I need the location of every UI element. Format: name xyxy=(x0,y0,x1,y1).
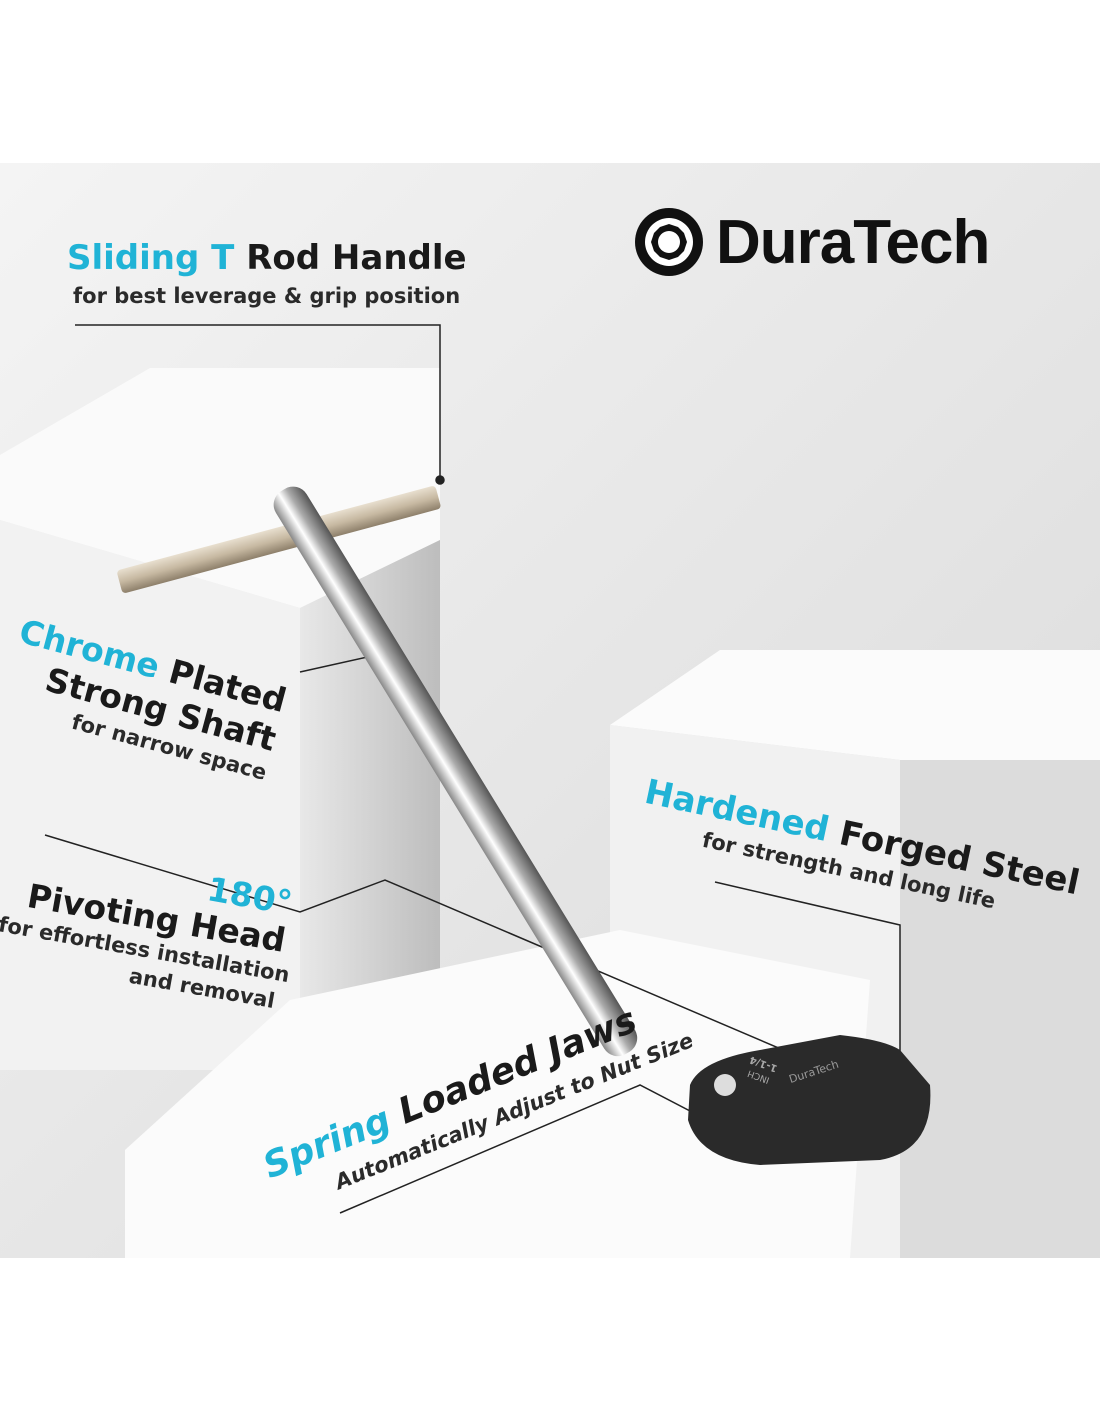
brand-logo: DuraTech xyxy=(632,205,990,279)
brand-name: DuraTech xyxy=(716,207,990,277)
subtitle: for best leverage & grip position xyxy=(73,284,461,308)
product-scene: DuraTech 1-1/4 INCH xyxy=(0,163,1100,1258)
chrome-shaft xyxy=(273,486,638,1057)
title: Rod Handle xyxy=(246,238,467,278)
logo-socket-icon xyxy=(635,208,703,276)
t-handle xyxy=(117,486,441,593)
basin-wrench-illustration: DuraTech 1-1/4 INCH xyxy=(117,486,931,1165)
feature-sliding-t-handle: Sliding T Rod Handle for best leverage &… xyxy=(67,238,467,308)
pivot-pin xyxy=(714,1074,736,1096)
accent: Sliding T xyxy=(67,238,235,278)
wrench-head xyxy=(688,1035,931,1165)
